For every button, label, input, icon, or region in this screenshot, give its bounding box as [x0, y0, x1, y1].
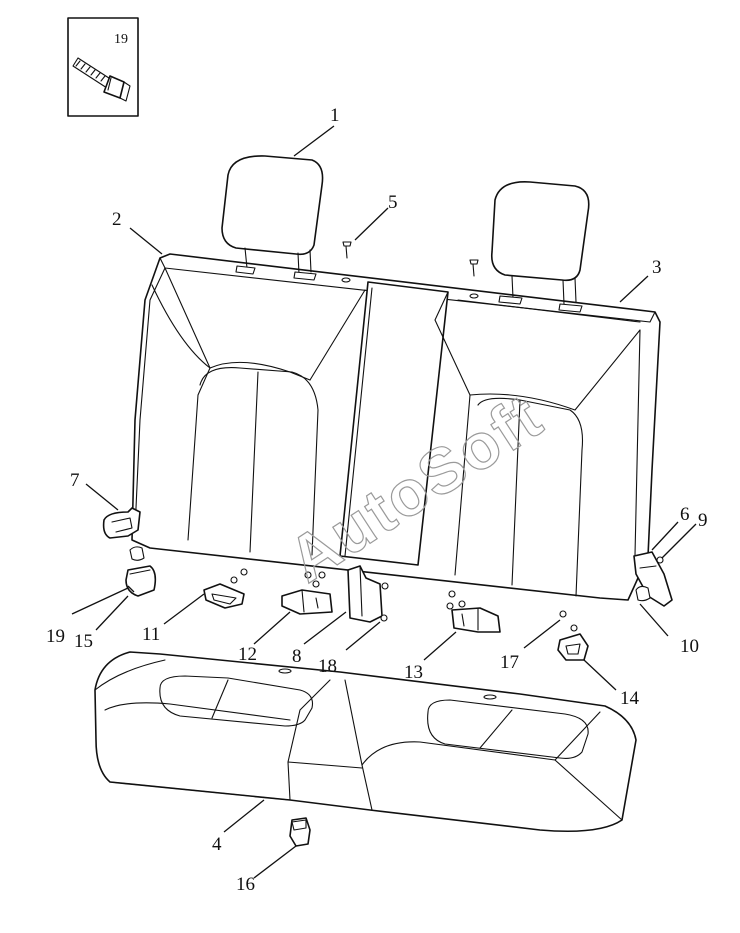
- callout-4: 4: [212, 834, 222, 855]
- callout-15: 15: [74, 631, 93, 652]
- callout-10: 10: [680, 636, 699, 657]
- callout-9: 9: [698, 510, 708, 531]
- bracket-6: [633, 551, 673, 607]
- inset-bolt-detail: 19: [67, 17, 139, 117]
- clip-11: [203, 568, 248, 609]
- callout-14: 14: [620, 688, 640, 709]
- rear-seat-cushion: [94, 651, 637, 832]
- callout-8: 8: [292, 646, 302, 667]
- rear-seat-back: [131, 253, 661, 601]
- callout-16: 16: [236, 874, 255, 895]
- screw-5-right: [469, 259, 479, 299]
- hinge-bracket-7: [102, 507, 141, 539]
- clip-14: [557, 633, 589, 661]
- bolt-9: [656, 556, 664, 564]
- clip-16: [289, 817, 311, 847]
- inset-frame: [67, 17, 139, 117]
- screw-5-left: [341, 241, 352, 283]
- bracket-13: [446, 590, 501, 633]
- callout-18: 18: [318, 656, 337, 677]
- bracket-12: [281, 571, 333, 615]
- bushing-10: [635, 585, 651, 602]
- inset-callout-19: 19: [114, 32, 128, 47]
- bolt-17: [559, 610, 578, 632]
- callout-labels: 1 2 3 4 5 6 7 8 9 10 11 12 13 14 15 16 1…: [46, 105, 708, 895]
- callout-11: 11: [142, 624, 160, 645]
- callout-19: 19: [46, 626, 65, 647]
- headrest-left: [221, 155, 324, 281]
- callout-6: 6: [680, 504, 690, 525]
- bracket-8: [347, 565, 389, 623]
- center-armrest-panel: [339, 281, 449, 566]
- cover-15: [125, 565, 157, 597]
- callout-3: 3: [652, 257, 662, 278]
- callout-17: 17: [500, 652, 519, 673]
- leader-lines: [71, 125, 697, 879]
- callout-1: 1: [330, 105, 340, 126]
- callout-13: 13: [404, 662, 423, 683]
- bushing-near-7: [129, 546, 145, 561]
- callout-7: 7: [70, 470, 80, 491]
- callout-2: 2: [112, 209, 122, 230]
- headrest-right: [490, 181, 590, 313]
- callout-12: 12: [238, 644, 257, 665]
- bolt-icon: [72, 57, 131, 102]
- callout-5: 5: [388, 192, 398, 213]
